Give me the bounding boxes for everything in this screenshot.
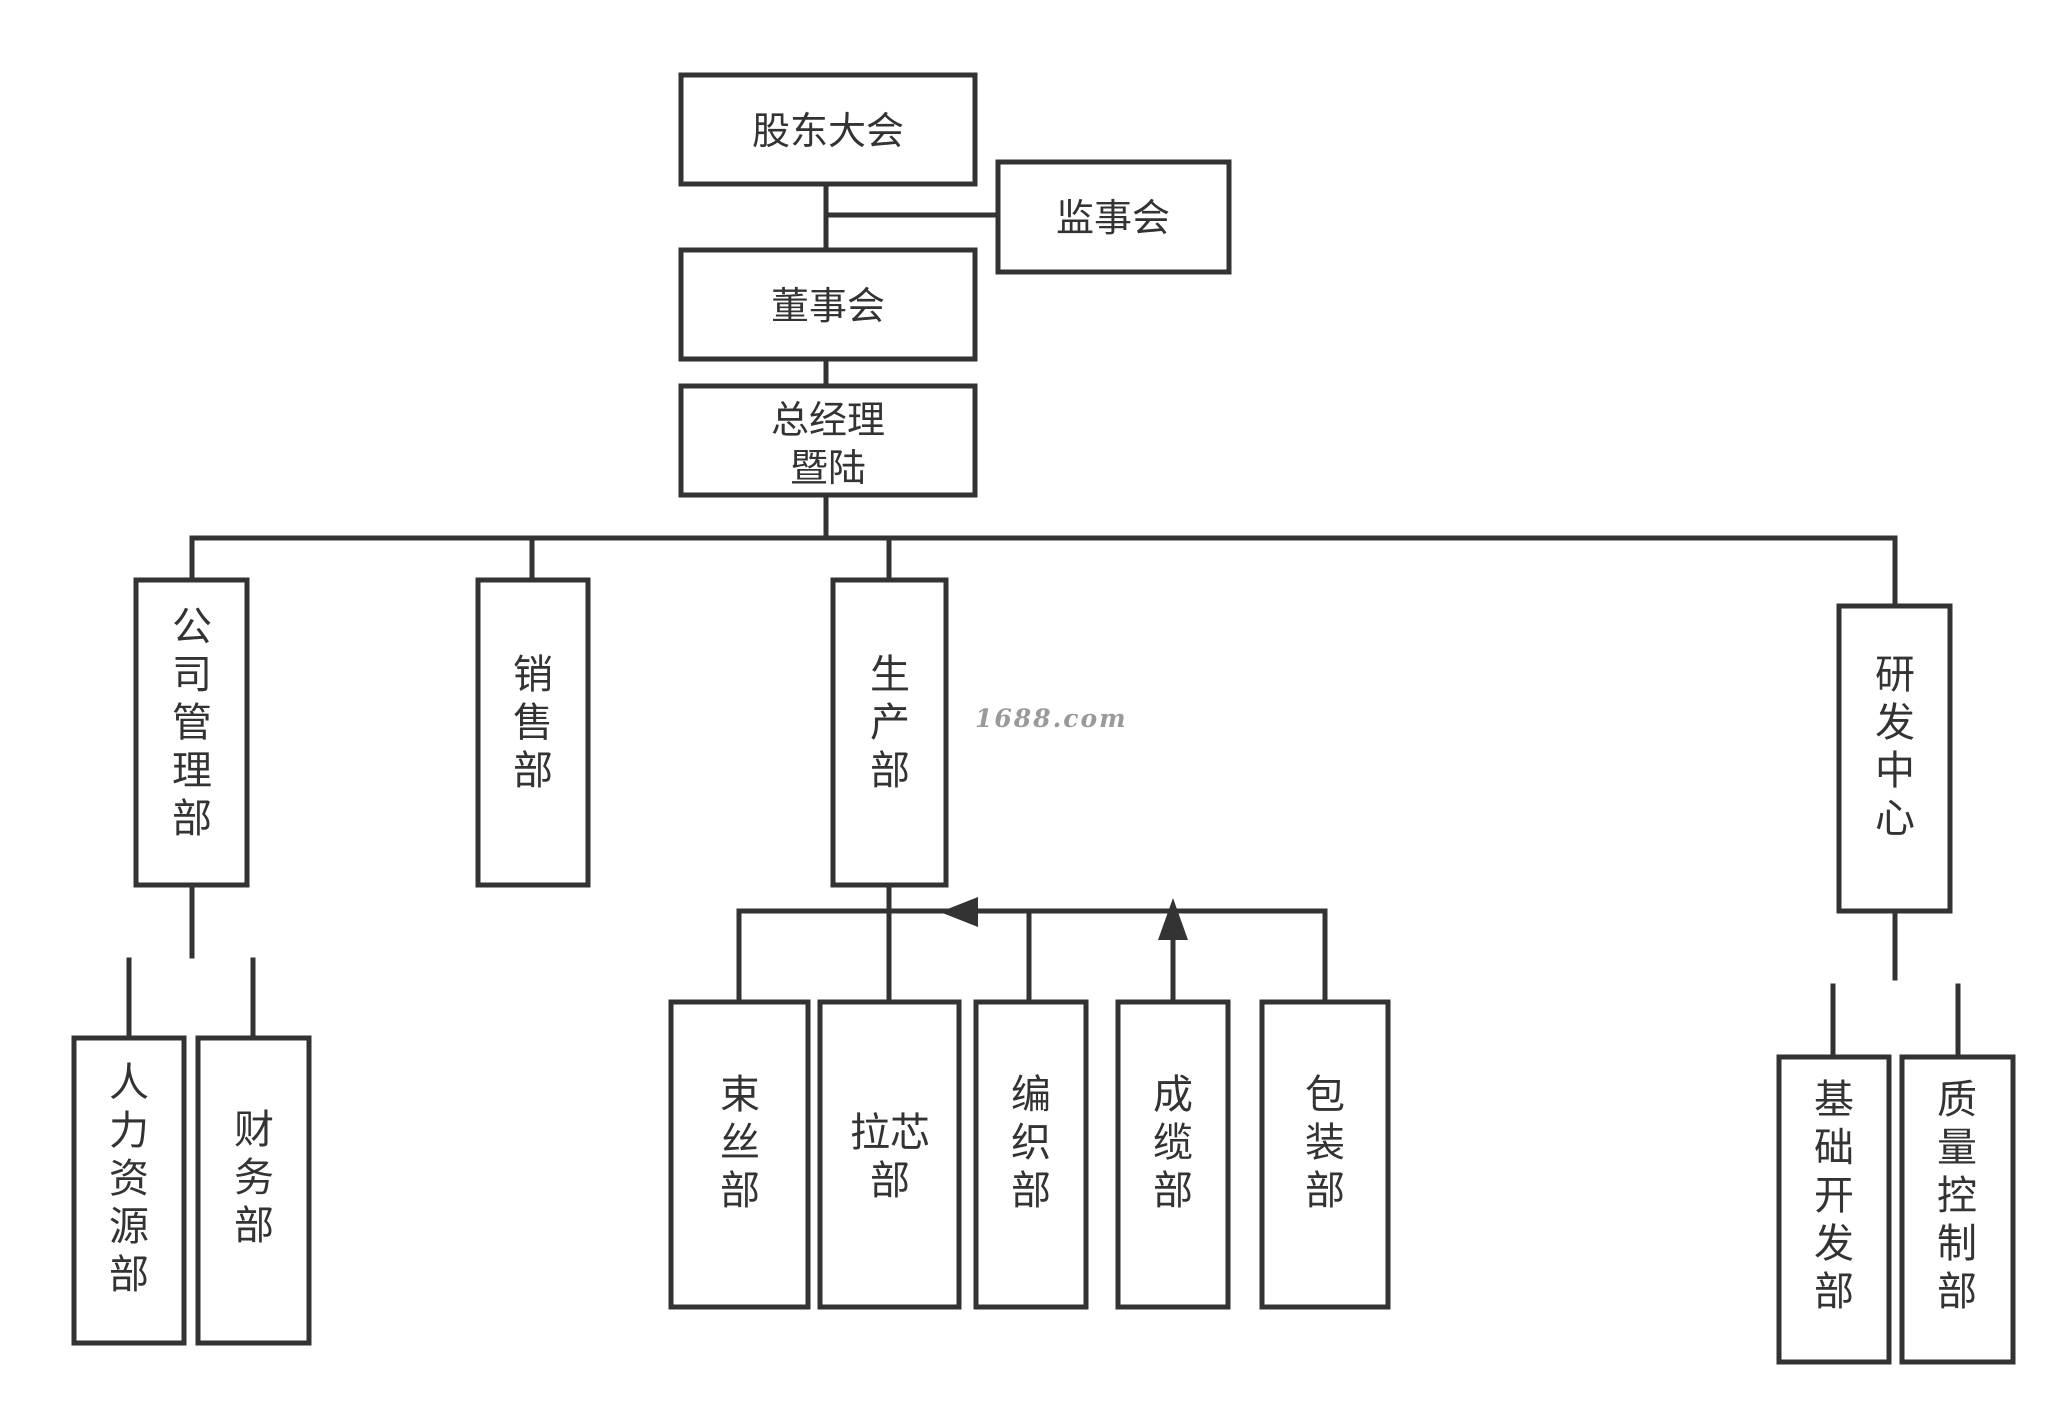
label-wire-bundle: 束丝部 bbox=[720, 1072, 760, 1214]
label-braiding: 编织部 bbox=[1011, 1072, 1051, 1214]
label-wire-bundle-text: 束丝部 bbox=[720, 1072, 760, 1214]
label-company-mgmt-text: 公司管理部 bbox=[172, 604, 212, 842]
box-core-pull bbox=[817, 999, 962, 1310]
box-sales bbox=[475, 577, 591, 888]
box-hr bbox=[71, 1035, 187, 1346]
label-company-mgmt: 公司管理部 bbox=[172, 604, 212, 842]
watermark-text: 1688.com bbox=[975, 704, 1128, 733]
box-packaging bbox=[1259, 999, 1391, 1310]
label-production: 生产部 bbox=[870, 652, 910, 794]
label-gm-line2: 暨陆 bbox=[790, 446, 866, 490]
label-core-pull-line1: 拉芯 bbox=[850, 1110, 930, 1156]
label-cabling: 成缆部 bbox=[1153, 1072, 1193, 1214]
box-cabling bbox=[1115, 999, 1231, 1310]
box-shareholders bbox=[678, 72, 978, 187]
label-braiding-text: 编织部 bbox=[1011, 1072, 1051, 1214]
label-quality-text: 质量控制部 bbox=[1937, 1077, 1977, 1315]
arrow-left-icon bbox=[940, 897, 978, 927]
label-rnd-text: 研发中心 bbox=[1875, 652, 1915, 842]
label-quality: 质量控制部 bbox=[1937, 1077, 1977, 1315]
box-gm bbox=[678, 383, 978, 498]
box-board bbox=[678, 247, 978, 362]
label-packaging: 包装部 bbox=[1305, 1072, 1345, 1214]
box-quality bbox=[1899, 1054, 2016, 1365]
label-board: 董事会 bbox=[771, 284, 885, 328]
label-basic-dev: 基础开发部 bbox=[1814, 1077, 1854, 1315]
label-hr-text: 人力资源部 bbox=[109, 1060, 149, 1298]
box-wire-bundle bbox=[668, 999, 811, 1310]
label-shareholders: 股东大会 bbox=[752, 109, 904, 153]
box-rnd bbox=[1836, 603, 1953, 914]
label-basic-dev-text: 基础开发部 bbox=[1814, 1077, 1854, 1315]
label-finance: 财务部 bbox=[234, 1107, 274, 1249]
label-gm-line1: 总经理 bbox=[771, 398, 885, 442]
box-braiding bbox=[973, 999, 1089, 1310]
box-production bbox=[830, 577, 949, 888]
box-basic-dev bbox=[1776, 1054, 1892, 1365]
label-production-text: 生产部 bbox=[870, 652, 910, 794]
box-supervisors bbox=[995, 159, 1232, 275]
label-packaging-text: 包装部 bbox=[1305, 1072, 1345, 1214]
label-cabling-text: 成缆部 bbox=[1153, 1072, 1193, 1214]
label-sales-text: 销售部 bbox=[513, 652, 553, 794]
box-finance bbox=[195, 1035, 312, 1346]
label-hr: 人力资源部 bbox=[109, 1060, 149, 1298]
connector-lines bbox=[126, 181, 1961, 1060]
label-rnd: 研发中心 bbox=[1875, 652, 1915, 842]
label-core-pull-line2: 部 bbox=[870, 1158, 910, 1204]
label-supervisors: 监事会 bbox=[1056, 196, 1170, 240]
label-finance-text: 财务部 bbox=[234, 1107, 274, 1249]
arrow-up-icon bbox=[1158, 898, 1188, 940]
label-sales: 销售部 bbox=[513, 652, 553, 794]
box-company-mgmt bbox=[133, 577, 250, 888]
